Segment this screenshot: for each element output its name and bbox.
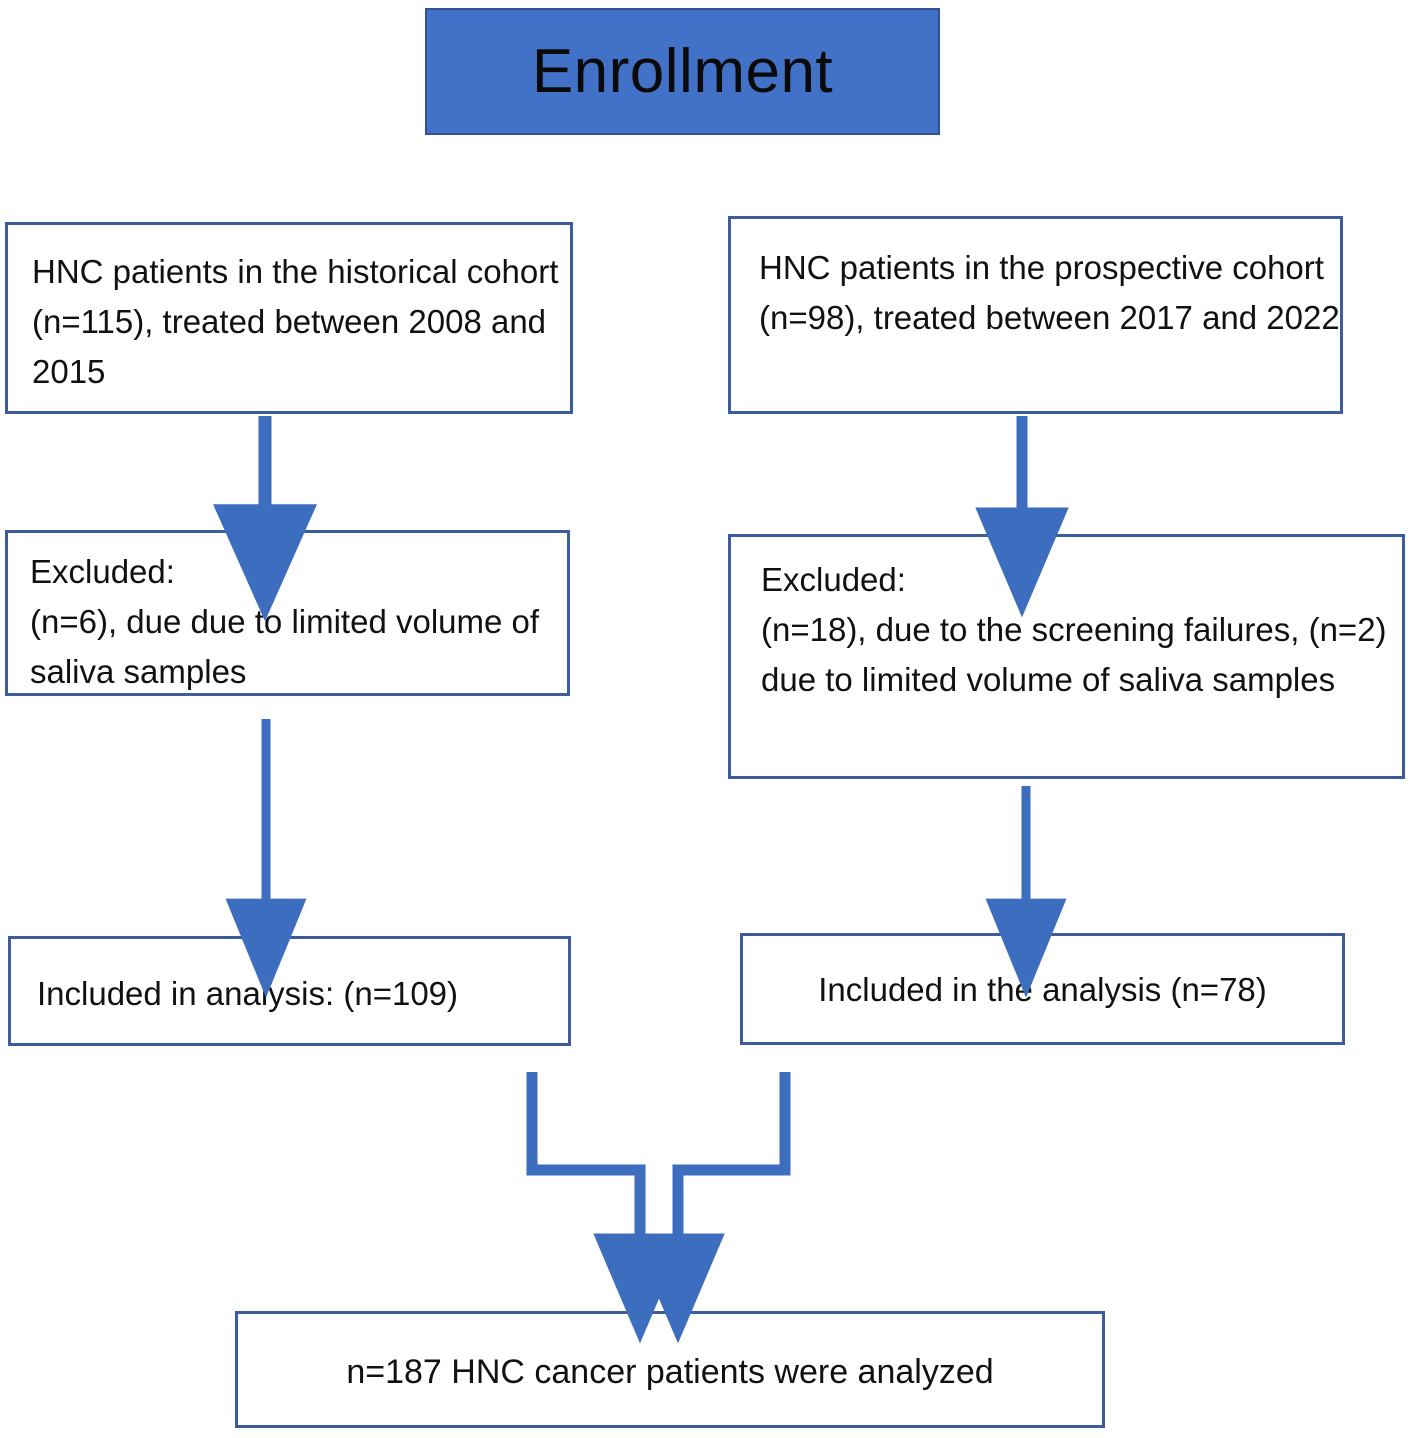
historical-excluded-label: Excluded: (n=6), due due to limited volu… [30,553,540,691]
arrow-historical-included-to-final [526,1072,687,1344]
prospective-cohort-box: HNC patients in the prospective cohort (… [728,216,1343,414]
historical-cohort-label: HNC patients in the historical cohort (n… [32,253,559,391]
final-analyzed-box: n=187 HNC cancer patients were analyzed [235,1311,1105,1428]
enrollment-header-label: Enrollment [531,36,834,106]
historical-excluded-box: Excluded: (n=6), due due to limited volu… [5,530,570,696]
prospective-excluded-label: Excluded: (n=18), due to the screening f… [761,561,1387,699]
prospective-excluded-box: Excluded: (n=18), due to the screening f… [728,534,1405,779]
historical-cohort-box: HNC patients in the historical cohort (n… [5,222,573,414]
historical-included-label: Included in analysis: (n=109) [37,975,459,1012]
prospective-cohort-label: HNC patients in the prospective cohort (… [759,249,1340,337]
enrollment-header-box: Enrollment [425,8,940,135]
prospective-included-box: Included in the analysis (n=78) [740,933,1345,1045]
final-analyzed-label: n=187 HNC cancer patients were analyzed [346,1353,994,1391]
historical-included-box: Included in analysis: (n=109) [8,936,571,1046]
arrow-prospective-included-to-final [631,1072,791,1344]
prospective-included-label: Included in the analysis (n=78) [818,971,1267,1008]
